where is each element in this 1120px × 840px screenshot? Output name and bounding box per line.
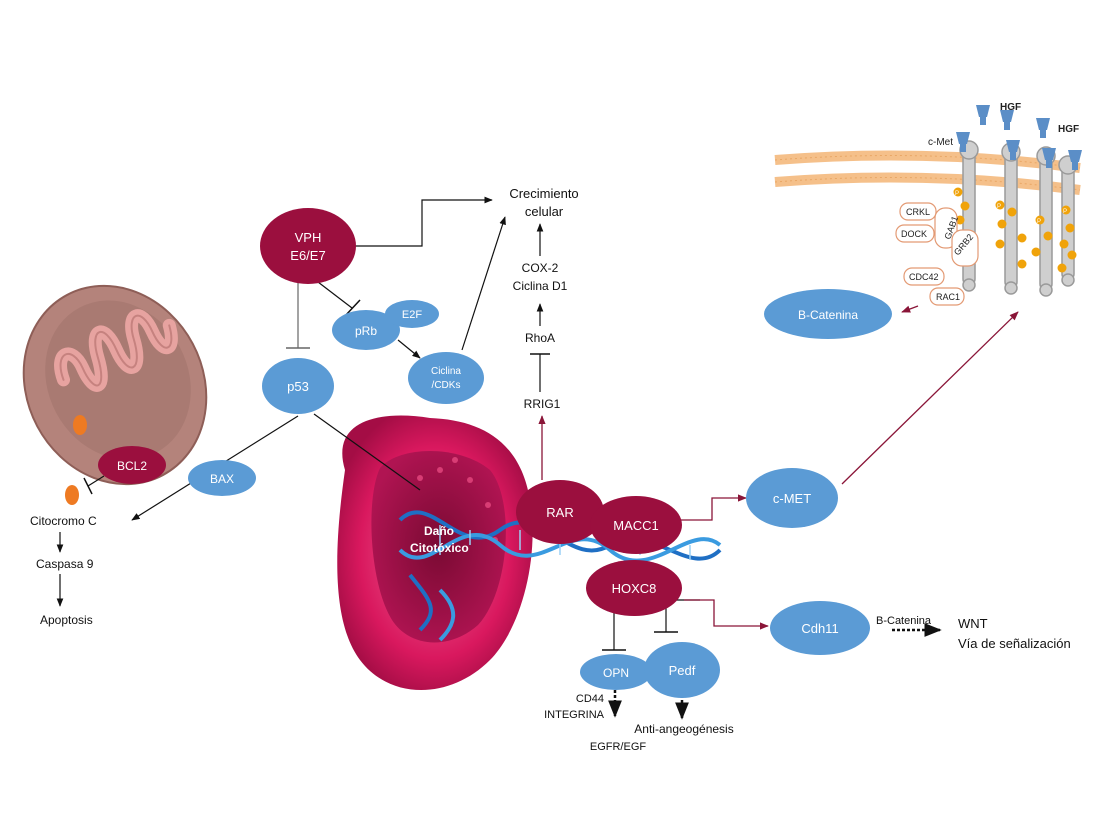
- hgf-label-1: HGF: [1000, 102, 1021, 113]
- pedf-label: Pedf: [669, 663, 696, 678]
- node-hoxc8[interactable]: [586, 560, 682, 616]
- vph-label-2: E6/E7: [290, 248, 325, 263]
- crecimiento-label-1: Crecimiento: [509, 186, 578, 201]
- cdh11-label: Cdh11: [801, 621, 838, 636]
- cox2-label: COX-2: [522, 261, 559, 275]
- cmet-receptors: [959, 140, 1078, 297]
- svg-text:P: P: [955, 191, 959, 197]
- bcatenina-label: B-Catenina: [798, 308, 858, 322]
- macc1-label: MACC1: [613, 518, 659, 533]
- node-ciclina-cdks[interactable]: [408, 352, 484, 404]
- cytochrome-dot-inside: [73, 415, 87, 435]
- cdc42-label: CDC42: [909, 272, 939, 282]
- node-pedf[interactable]: [644, 642, 720, 698]
- wnt-label: WNT: [958, 616, 988, 631]
- egfr-label: EGFR/EGF: [590, 741, 647, 753]
- node-rar[interactable]: [516, 480, 604, 544]
- apoptosis-label: Apoptosis: [40, 613, 93, 627]
- adapter-proteins: [895, 202, 979, 306]
- dock-label: DOCK: [901, 229, 927, 239]
- cell-membrane: [774, 150, 1081, 195]
- hoxc8-label: HOXC8: [612, 581, 657, 596]
- hgf-label-2: HGF: [1058, 124, 1079, 135]
- cmet-label: c-MET: [773, 491, 811, 506]
- node-bax[interactable]: [188, 460, 256, 496]
- vph-label-1: VPH: [295, 230, 322, 245]
- dashed-arrows: [608, 623, 942, 720]
- ciclina-label-2: /CDKs: [432, 380, 461, 391]
- node-bcl2[interactable]: [98, 446, 166, 484]
- bax-label: BAX: [210, 472, 234, 486]
- rac1-label: RAC1: [936, 292, 960, 302]
- node-prb[interactable]: [332, 310, 400, 350]
- cd44-label: CD44: [576, 693, 604, 705]
- svg-text:P: P: [1063, 209, 1067, 215]
- cell-illustration: [337, 415, 722, 690]
- phospho-labels: P P P P: [955, 191, 1067, 225]
- crecimiento-label-2: celular: [525, 204, 564, 219]
- integrina-label: INTEGRINA: [544, 709, 605, 721]
- via-label: Vía de señalización: [958, 636, 1071, 651]
- cytochrome-dot: [65, 485, 79, 505]
- node-cdh11[interactable]: [770, 601, 870, 655]
- dano-label-1: Daño: [424, 524, 454, 538]
- opn-label: OPN: [603, 666, 629, 680]
- caspasa-label: Caspasa 9: [36, 557, 94, 571]
- bcl2-label: BCL2: [117, 459, 147, 473]
- svg-text:P: P: [1037, 219, 1041, 225]
- rrig1-label: RRIG1: [524, 397, 561, 411]
- ciclina-d1-label: Ciclina D1: [513, 279, 568, 293]
- cmet-receptor-label: c-Met: [928, 137, 953, 148]
- svg-text:P: P: [997, 204, 1001, 210]
- hgf-ligands: [956, 105, 1082, 170]
- e2f-label: E2F: [402, 309, 422, 321]
- node-p53[interactable]: [262, 358, 334, 414]
- rar-label: RAR: [546, 505, 573, 520]
- citocromo-label: Citocromo C: [30, 514, 97, 528]
- p53-label: p53: [287, 379, 309, 394]
- dano-label-2: Citotóxico: [410, 541, 469, 555]
- crkl-label: CRKL: [906, 207, 930, 217]
- node-opn[interactable]: [580, 654, 652, 690]
- antiangio-label: Anti-angeogénesis: [634, 722, 733, 736]
- node-bcatenina[interactable]: [764, 289, 892, 339]
- ciclina-label-1: Ciclina: [431, 366, 461, 377]
- node-macc1[interactable]: [590, 496, 682, 554]
- node-vph[interactable]: [260, 208, 356, 284]
- node-cmet[interactable]: [746, 468, 838, 528]
- red-connectors: [538, 305, 1019, 630]
- node-e2f[interactable]: [385, 300, 439, 328]
- prb-label: pRb: [355, 324, 377, 338]
- bcatenina-small-label: B-Catenina: [876, 615, 932, 627]
- rhoa-label: RhoA: [525, 331, 555, 345]
